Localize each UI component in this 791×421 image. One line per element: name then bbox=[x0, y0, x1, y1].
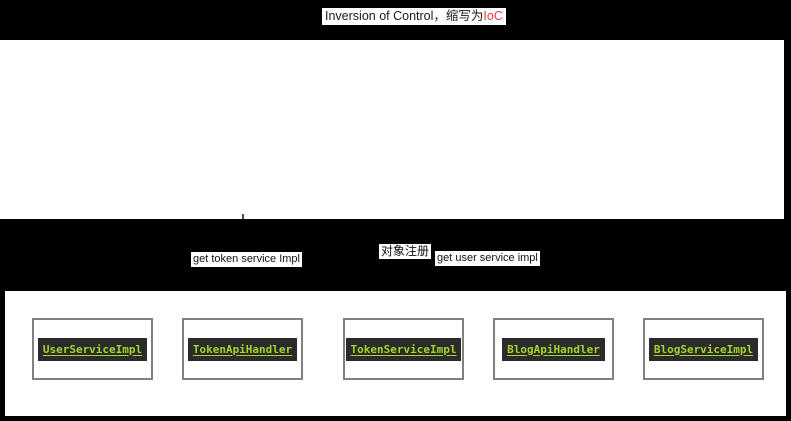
class-box-blogapihandler: BlogApiHandler bbox=[493, 318, 614, 380]
ioc-container-panel bbox=[0, 40, 784, 219]
class-box-label: TokenApiHandler bbox=[187, 337, 298, 361]
class-box-userserviceimpl: UserServiceImpl bbox=[32, 318, 153, 380]
object-register-label: 对象注册 bbox=[379, 244, 432, 259]
diagram-title-text: Inversion of Control，缩写为 bbox=[325, 9, 484, 23]
get-token-service-label: get token service Impl bbox=[191, 252, 302, 267]
class-box-label: UserServiceImpl bbox=[37, 337, 148, 361]
class-box-tokenapihandler: TokenApiHandler bbox=[182, 318, 303, 380]
class-box-label: BlogServiceImpl bbox=[648, 337, 759, 361]
connector-tick-token bbox=[242, 214, 244, 219]
class-box-tokenserviceimpl: TokenServiceImpl bbox=[343, 318, 464, 380]
diagram-title: Inversion of Control，缩写为IoC bbox=[322, 8, 506, 25]
get-user-service-label: get user service impl bbox=[435, 251, 540, 266]
class-box-label: TokenServiceImpl bbox=[345, 337, 462, 361]
class-box-label: BlogApiHandler bbox=[502, 337, 605, 361]
class-box-blogserviceimpl: BlogServiceImpl bbox=[643, 318, 764, 380]
diagram-title-highlight: IoC bbox=[483, 9, 503, 23]
